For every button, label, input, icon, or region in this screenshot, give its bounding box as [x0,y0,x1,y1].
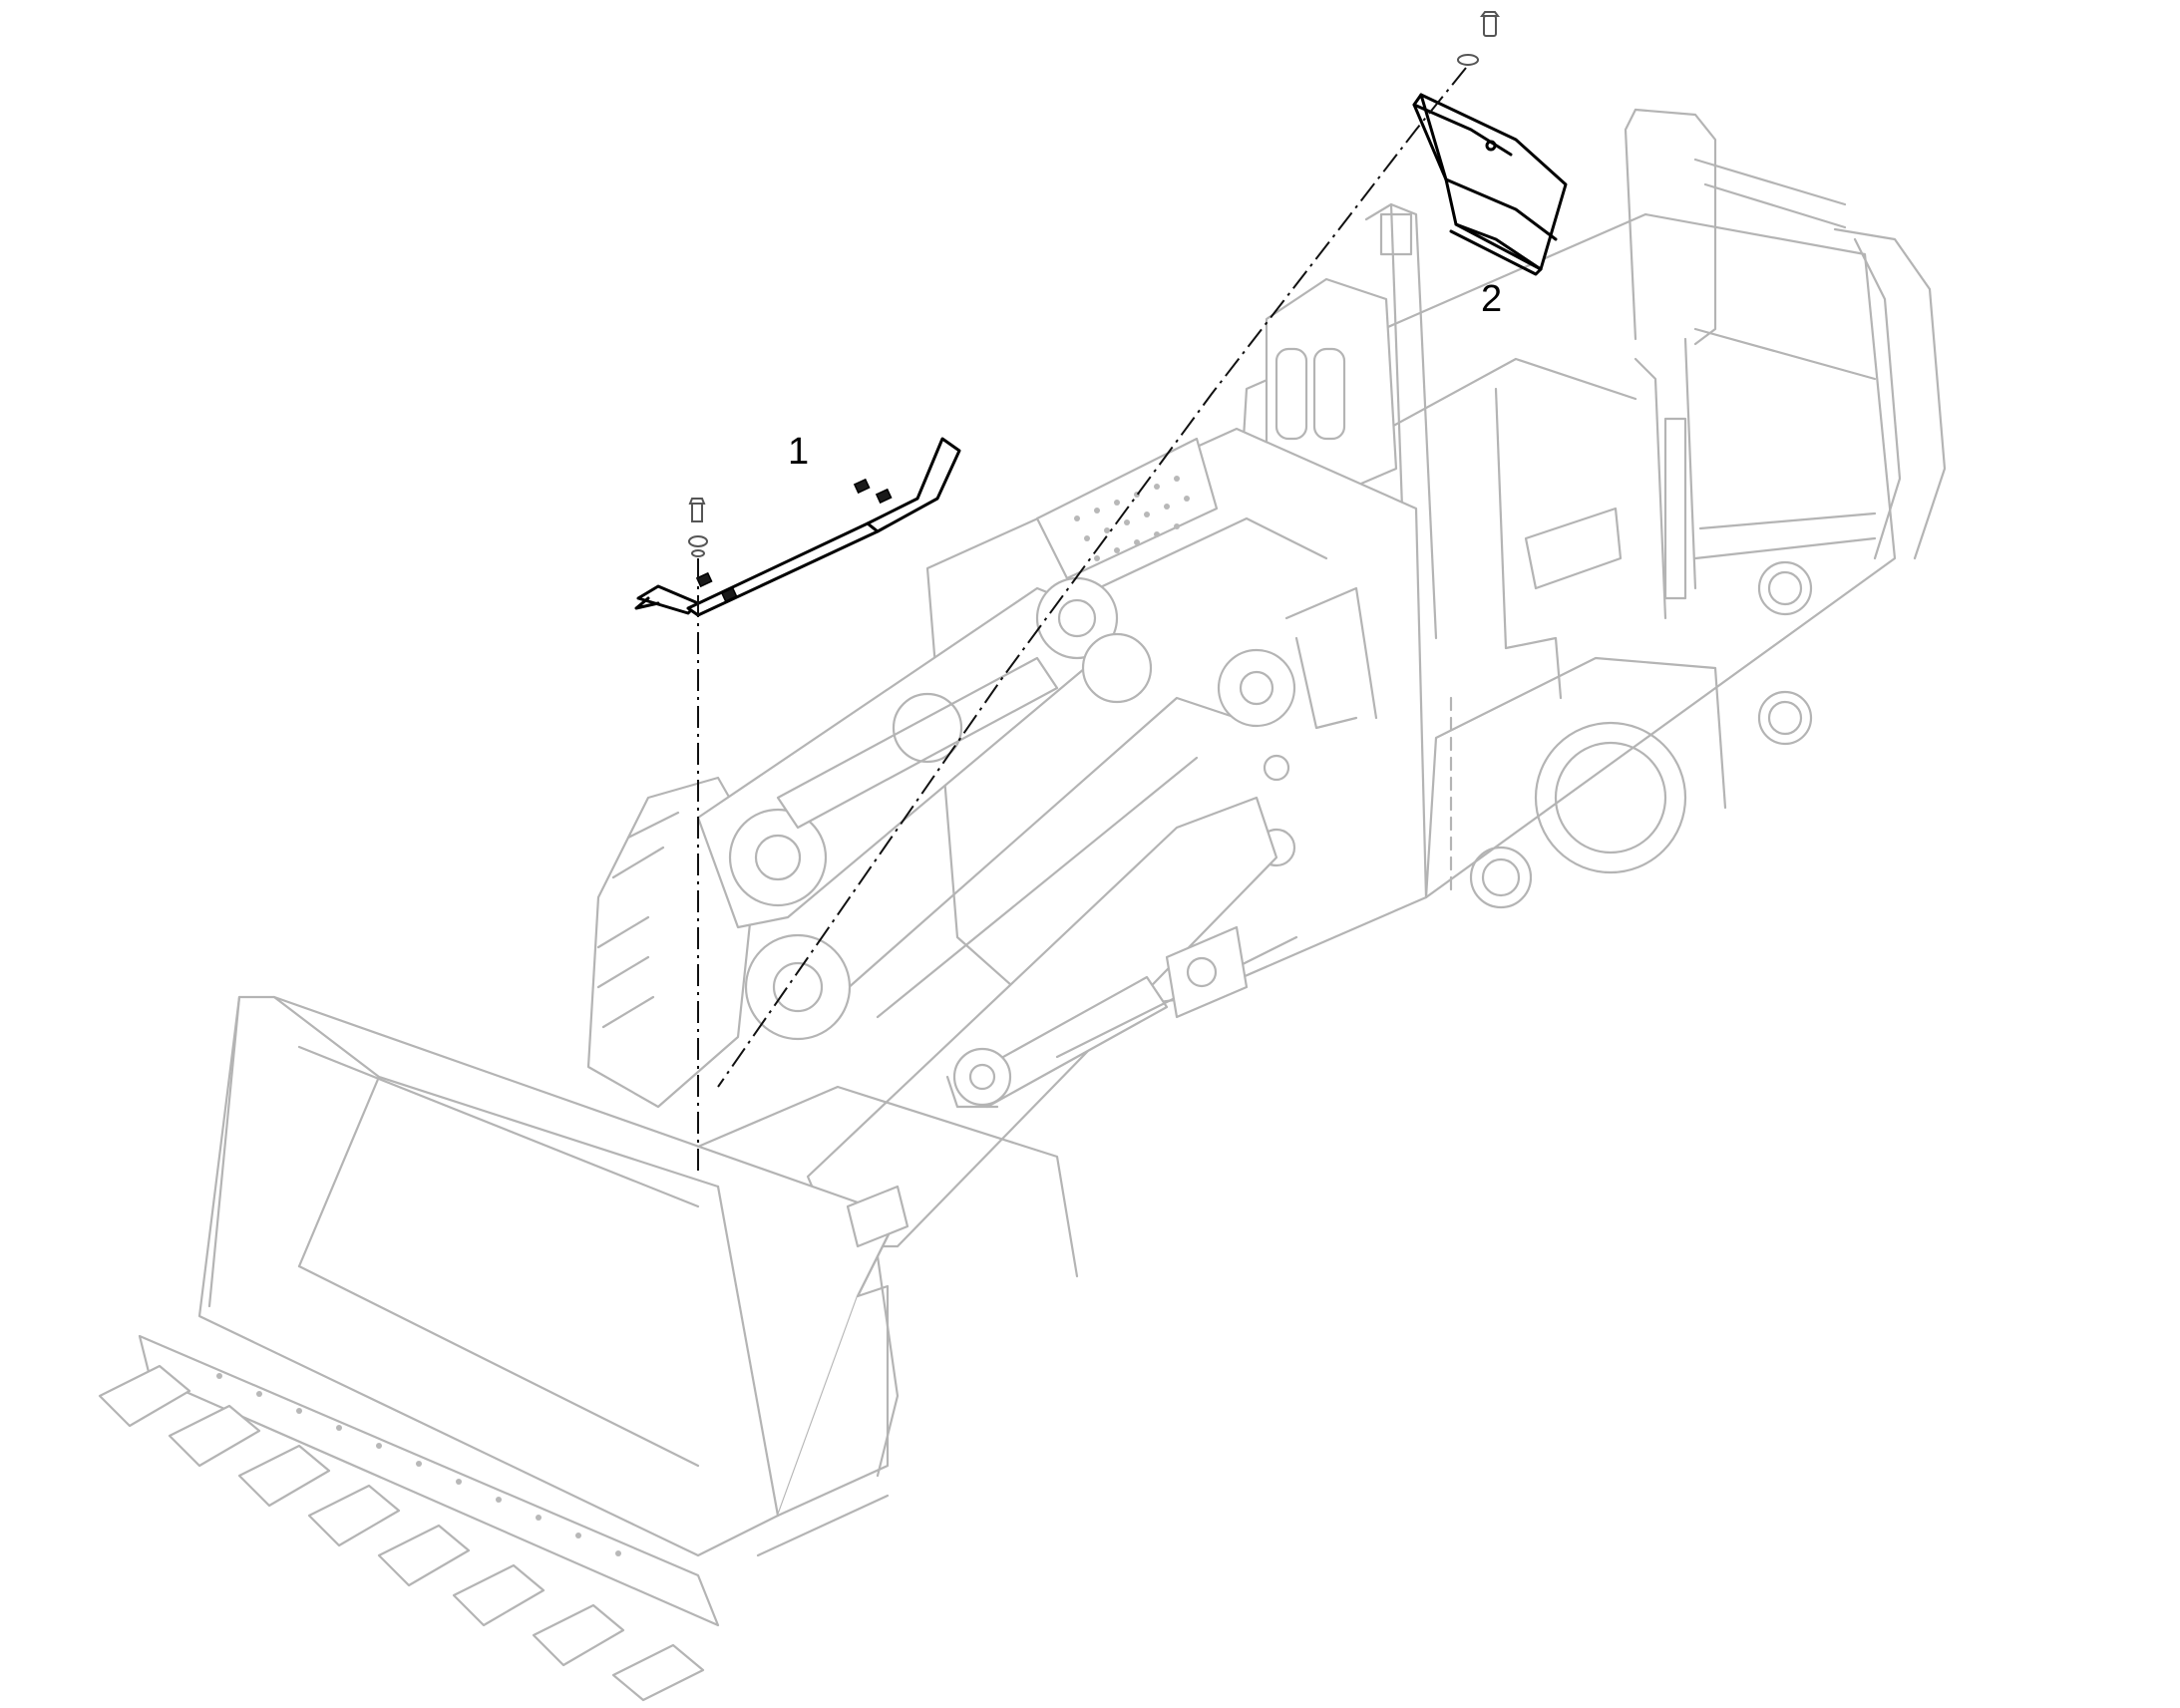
wheel-loader-outline [98,108,1947,1702]
bolt-and-washer-2 [1457,11,1500,66]
leader-lines [697,67,1467,1172]
front-rail-part[interactable] [634,437,961,617]
bucket-teeth [98,1364,705,1702]
callout-2: 2 [1481,278,1502,320]
bucket [98,995,900,1702]
leader-line-part-2 [717,67,1467,1088]
hydraulic-block [1235,202,1438,640]
callout-1: 1 [788,431,809,473]
front-frame [696,925,1298,1278]
rear-cover-part[interactable] [1412,93,1568,276]
bolt-and-washer-1 [688,498,708,557]
